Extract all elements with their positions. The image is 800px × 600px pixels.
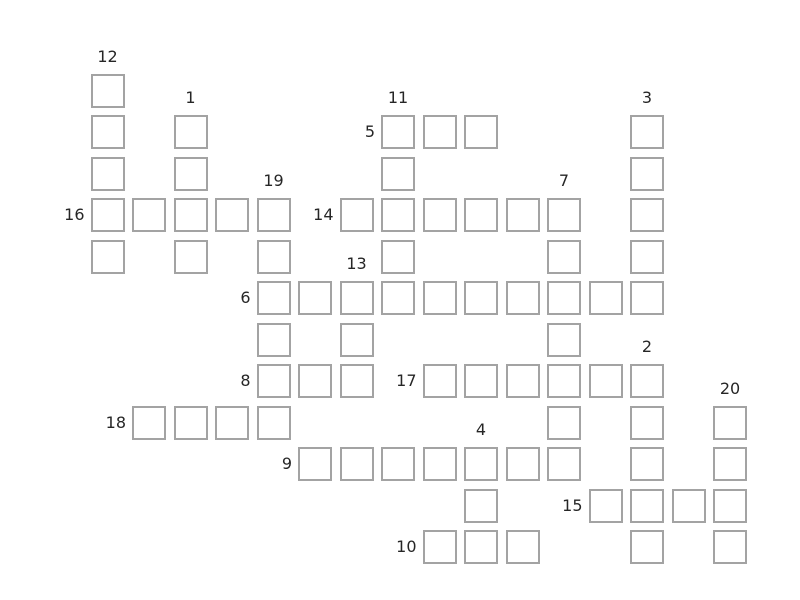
clue-number-8: 8 [240,371,251,390]
crossword-cell[interactable] [505,198,540,232]
crossword-cell[interactable] [422,198,457,232]
crossword-cell[interactable] [381,281,415,315]
crossword-cell[interactable] [132,198,166,232]
crossword-cell[interactable] [588,488,623,523]
clue-number-17: 17 [396,371,417,390]
crossword-cell[interactable] [215,198,249,232]
clue-number-15: 15 [562,495,583,515]
crossword-cell[interactable] [256,364,291,398]
crossword-cell[interactable] [173,405,208,440]
crossword-cell[interactable] [630,198,664,232]
crossword-cell[interactable] [422,530,457,564]
crossword-cell[interactable] [298,447,332,481]
crossword-cell[interactable] [90,156,125,191]
crossword-cell[interactable] [713,530,747,564]
crossword-cell[interactable] [464,488,498,523]
crossword-cell[interactable] [464,447,498,481]
crossword-cell[interactable] [132,405,166,440]
crossword-cell[interactable] [547,198,581,232]
crossword-cell[interactable] [547,281,581,315]
crossword-cell[interactable] [422,364,457,398]
clue-number-12: 12 [97,46,118,66]
crossword-cell[interactable] [630,488,664,523]
crossword-cell[interactable] [339,322,374,357]
clue-number-19: 19 [263,171,284,190]
crossword-cell[interactable] [630,364,664,398]
crossword-cell[interactable] [381,239,415,274]
clue-number-1: 1 [185,88,196,107]
clue-number-9: 9 [281,454,292,473]
clue-number-5: 5 [364,122,375,141]
crossword-cell[interactable] [588,364,623,398]
crossword-cell[interactable] [547,239,581,274]
crossword-cell[interactable] [381,156,415,191]
crossword-cell[interactable] [173,239,208,274]
clue-number-3: 3 [641,88,653,107]
crossword-cell[interactable] [505,364,540,398]
crossword-cell[interactable] [381,115,415,149]
crossword-cell[interactable] [630,447,664,481]
crossword-cell[interactable] [630,239,664,274]
crossword-cell[interactable] [547,405,581,440]
crossword-cell[interactable] [464,281,498,315]
crossword-cell[interactable] [422,281,457,315]
crossword-cell[interactable] [588,281,623,315]
crossword-cell[interactable] [422,447,457,481]
clue-number-18: 18 [105,412,126,432]
clue-number-6: 6 [240,288,251,307]
crossword-cell[interactable] [713,447,747,481]
crossword-cell[interactable] [173,156,208,191]
crossword-cell[interactable] [713,405,747,440]
crossword-cell[interactable] [381,447,415,481]
clue-number-2: 2 [641,337,653,356]
clue-number-4: 4 [475,420,487,439]
crossword-cell[interactable] [90,73,125,108]
crossword-cell[interactable] [547,447,581,481]
crossword-cell[interactable] [464,530,498,564]
crossword-cell[interactable] [505,530,540,564]
crossword-cell[interactable] [630,115,664,149]
crossword-cell[interactable] [339,281,374,315]
crossword-cell[interactable] [630,405,664,440]
crossword-cell[interactable] [422,115,457,149]
clue-number-14: 14 [313,205,334,224]
crossword-cell[interactable] [464,198,498,232]
crossword-cell[interactable] [90,115,125,149]
crossword-cell[interactable] [256,198,291,232]
crossword-cell[interactable] [505,281,540,315]
crossword-cell[interactable] [256,281,291,315]
clue-number-11: 11 [387,88,409,107]
crossword-cell[interactable] [713,488,747,523]
crossword-cell[interactable] [90,198,125,232]
clue-number-7: 7 [558,171,570,190]
crossword-cell[interactable] [173,198,208,232]
crossword-cell[interactable] [464,115,498,149]
clue-number-20: 20 [719,378,741,398]
crossword-cell[interactable] [464,364,498,398]
crossword-cell[interactable] [256,322,291,357]
crossword-cell[interactable] [381,198,415,232]
crossword-cell[interactable] [630,281,664,315]
crossword-cell[interactable] [547,364,581,398]
clue-number-16: 16 [64,205,85,224]
crossword-cell[interactable] [630,156,664,191]
crossword-cell[interactable] [173,115,208,149]
crossword-cell[interactable] [630,530,664,564]
crossword-cell[interactable] [505,447,540,481]
crossword-cell[interactable] [298,364,332,398]
crossword-cell[interactable] [671,488,706,523]
clue-number-13: 13 [346,254,367,273]
crossword-cell[interactable] [547,322,581,357]
crossword-cell[interactable] [256,239,291,274]
crossword-cell[interactable] [339,198,374,232]
crossword-cell[interactable] [339,447,374,481]
crossword-cell[interactable] [90,239,125,274]
crossword-cell[interactable] [215,405,249,440]
crossword-cell[interactable] [256,405,291,440]
clue-number-10: 10 [396,537,417,556]
crossword-cell[interactable] [298,281,332,315]
crossword-cell[interactable] [339,364,374,398]
